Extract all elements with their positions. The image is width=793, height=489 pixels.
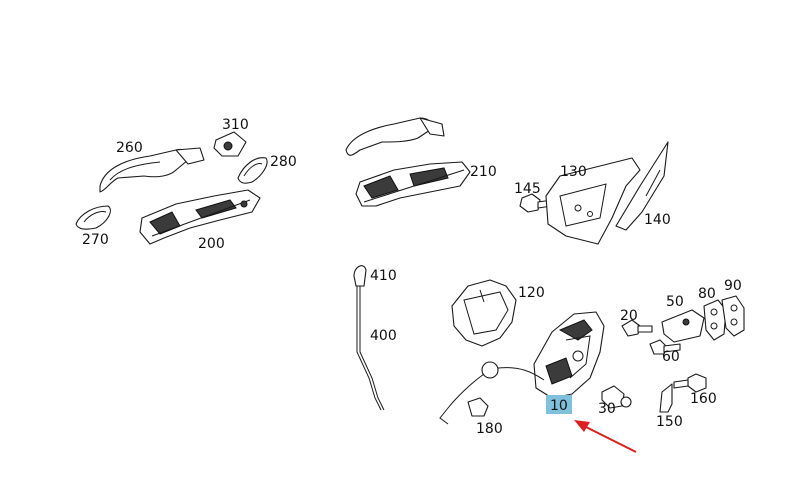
part-80-plate[interactable] [703,299,727,341]
part-270-cover[interactable] [75,205,111,230]
callout-30[interactable]: 30 [598,401,616,417]
part-260-outer-handle[interactable] [99,147,205,193]
callout-200[interactable]: 200 [198,236,225,252]
highlight-box-10 [546,395,572,414]
callout-120[interactable]: 120 [518,285,545,301]
part-160-bolt[interactable] [673,373,707,393]
pointer-arrow [574,420,637,453]
callout-310[interactable]: 310 [222,117,249,133]
callout-145[interactable]: 145 [514,181,541,197]
part-10-door-lock[interactable] [533,311,605,399]
part-50-striker[interactable] [661,309,705,343]
part-30-bolt[interactable] [601,385,632,409]
callout-280[interactable]: 280 [270,154,297,170]
callout-400[interactable]: 400 [370,328,397,344]
part-150-bracket[interactable] [659,383,673,413]
callout-160[interactable]: 160 [690,391,717,407]
part-60-bolt[interactable] [649,339,681,355]
callout-270[interactable]: 270 [82,232,109,248]
part-90-shim[interactable] [721,295,745,337]
part-130-panel[interactable] [545,157,641,245]
callout-10[interactable]: 10 [550,398,568,414]
part-120-housing[interactable] [451,279,517,347]
part-210-handle-carrier[interactable] [355,161,471,207]
part-410-knob[interactable] [353,265,367,287]
part-200-handle-carrier[interactable] [139,189,261,245]
callout-210[interactable]: 210 [470,164,497,180]
part-handle-second[interactable] [345,117,445,156]
part-180-cable[interactable] [439,361,545,425]
part-20-bolt[interactable] [621,319,653,337]
callout-150[interactable]: 150 [656,414,683,430]
part-140-seal[interactable] [615,141,669,231]
callout-60[interactable]: 60 [662,349,680,365]
callout-20[interactable]: 20 [620,308,638,324]
part-280-cover[interactable] [237,157,268,184]
callout-260[interactable]: 260 [116,140,143,156]
callout-130[interactable]: 130 [560,164,587,180]
callout-180[interactable]: 180 [476,421,503,437]
callout-90[interactable]: 90 [724,278,742,294]
callout-50[interactable]: 50 [666,294,684,310]
callout-410[interactable]: 410 [370,268,397,284]
callout-140[interactable]: 140 [644,212,671,228]
callout-80[interactable]: 80 [698,286,716,302]
part-310-cap[interactable] [213,131,247,157]
part-400-rod[interactable] [356,286,385,411]
